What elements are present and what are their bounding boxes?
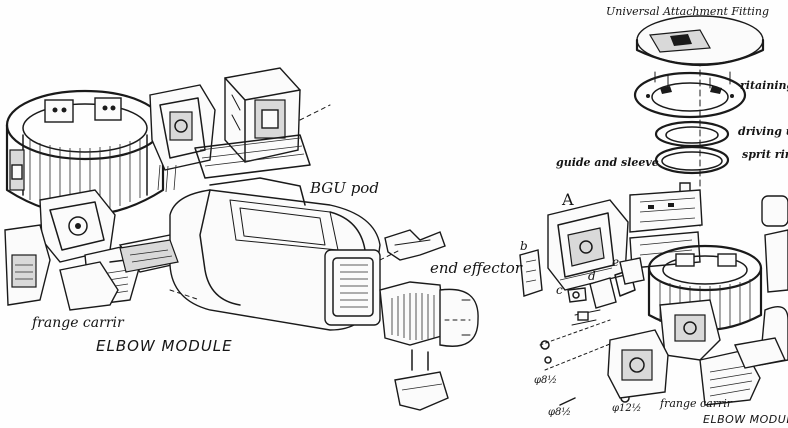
retaining-label: ritaining [740, 79, 788, 92]
dimension-label-2: φ8½ [548, 407, 572, 418]
universal-fitting-label: Universal Attachment Fitting [606, 5, 770, 18]
part-e-label: e [612, 255, 620, 269]
hardware-cde [539, 257, 645, 406]
part-d-label: d [588, 269, 596, 283]
split-ring-label: sprit ring [742, 148, 788, 161]
left-flange-carrier-label: frange carrir [32, 315, 124, 331]
dimension-label-3: φ12½ [612, 403, 642, 414]
part-a-label: A [562, 190, 574, 209]
right-flange-carrier [607, 329, 787, 406]
guide-sleeve-label: guide and sleeve [556, 156, 659, 169]
left-cube-joint [194, 67, 311, 179]
end-effector-parts [379, 229, 479, 411]
retaining-ring [633, 71, 747, 119]
right-elbow-module-title: ELBOW MODULE [703, 413, 788, 426]
driving-unit-ring [654, 120, 730, 148]
left-ring-housing [5, 89, 165, 217]
part-b-label: b [520, 239, 528, 253]
right-gimbal-bracket [659, 229, 788, 366]
bgu-pod-housing [169, 177, 381, 331]
universal-attachment-fitting [635, 15, 765, 89]
dimension-label-1: φ8½ [534, 375, 558, 386]
end-effector-label: end effector [430, 259, 522, 277]
left-exploded-view [4, 67, 479, 411]
driving-label: driving u [738, 125, 788, 138]
guide-and-sleeve [629, 189, 788, 269]
right-flange-carrier-label: frange carrir [660, 397, 733, 410]
left-elbow-module-title: ELBOW MODULE [96, 337, 233, 355]
right-exploded-view [519, 15, 788, 406]
bgu-pod-label: BGU pod [310, 179, 379, 197]
left-flange-carrier [59, 239, 179, 311]
part-a-housing [547, 199, 629, 291]
split-ring [654, 145, 730, 175]
part-c-label: c [556, 283, 563, 297]
left-gimbal-bracket [149, 84, 216, 193]
part-b-pieces [519, 249, 543, 297]
